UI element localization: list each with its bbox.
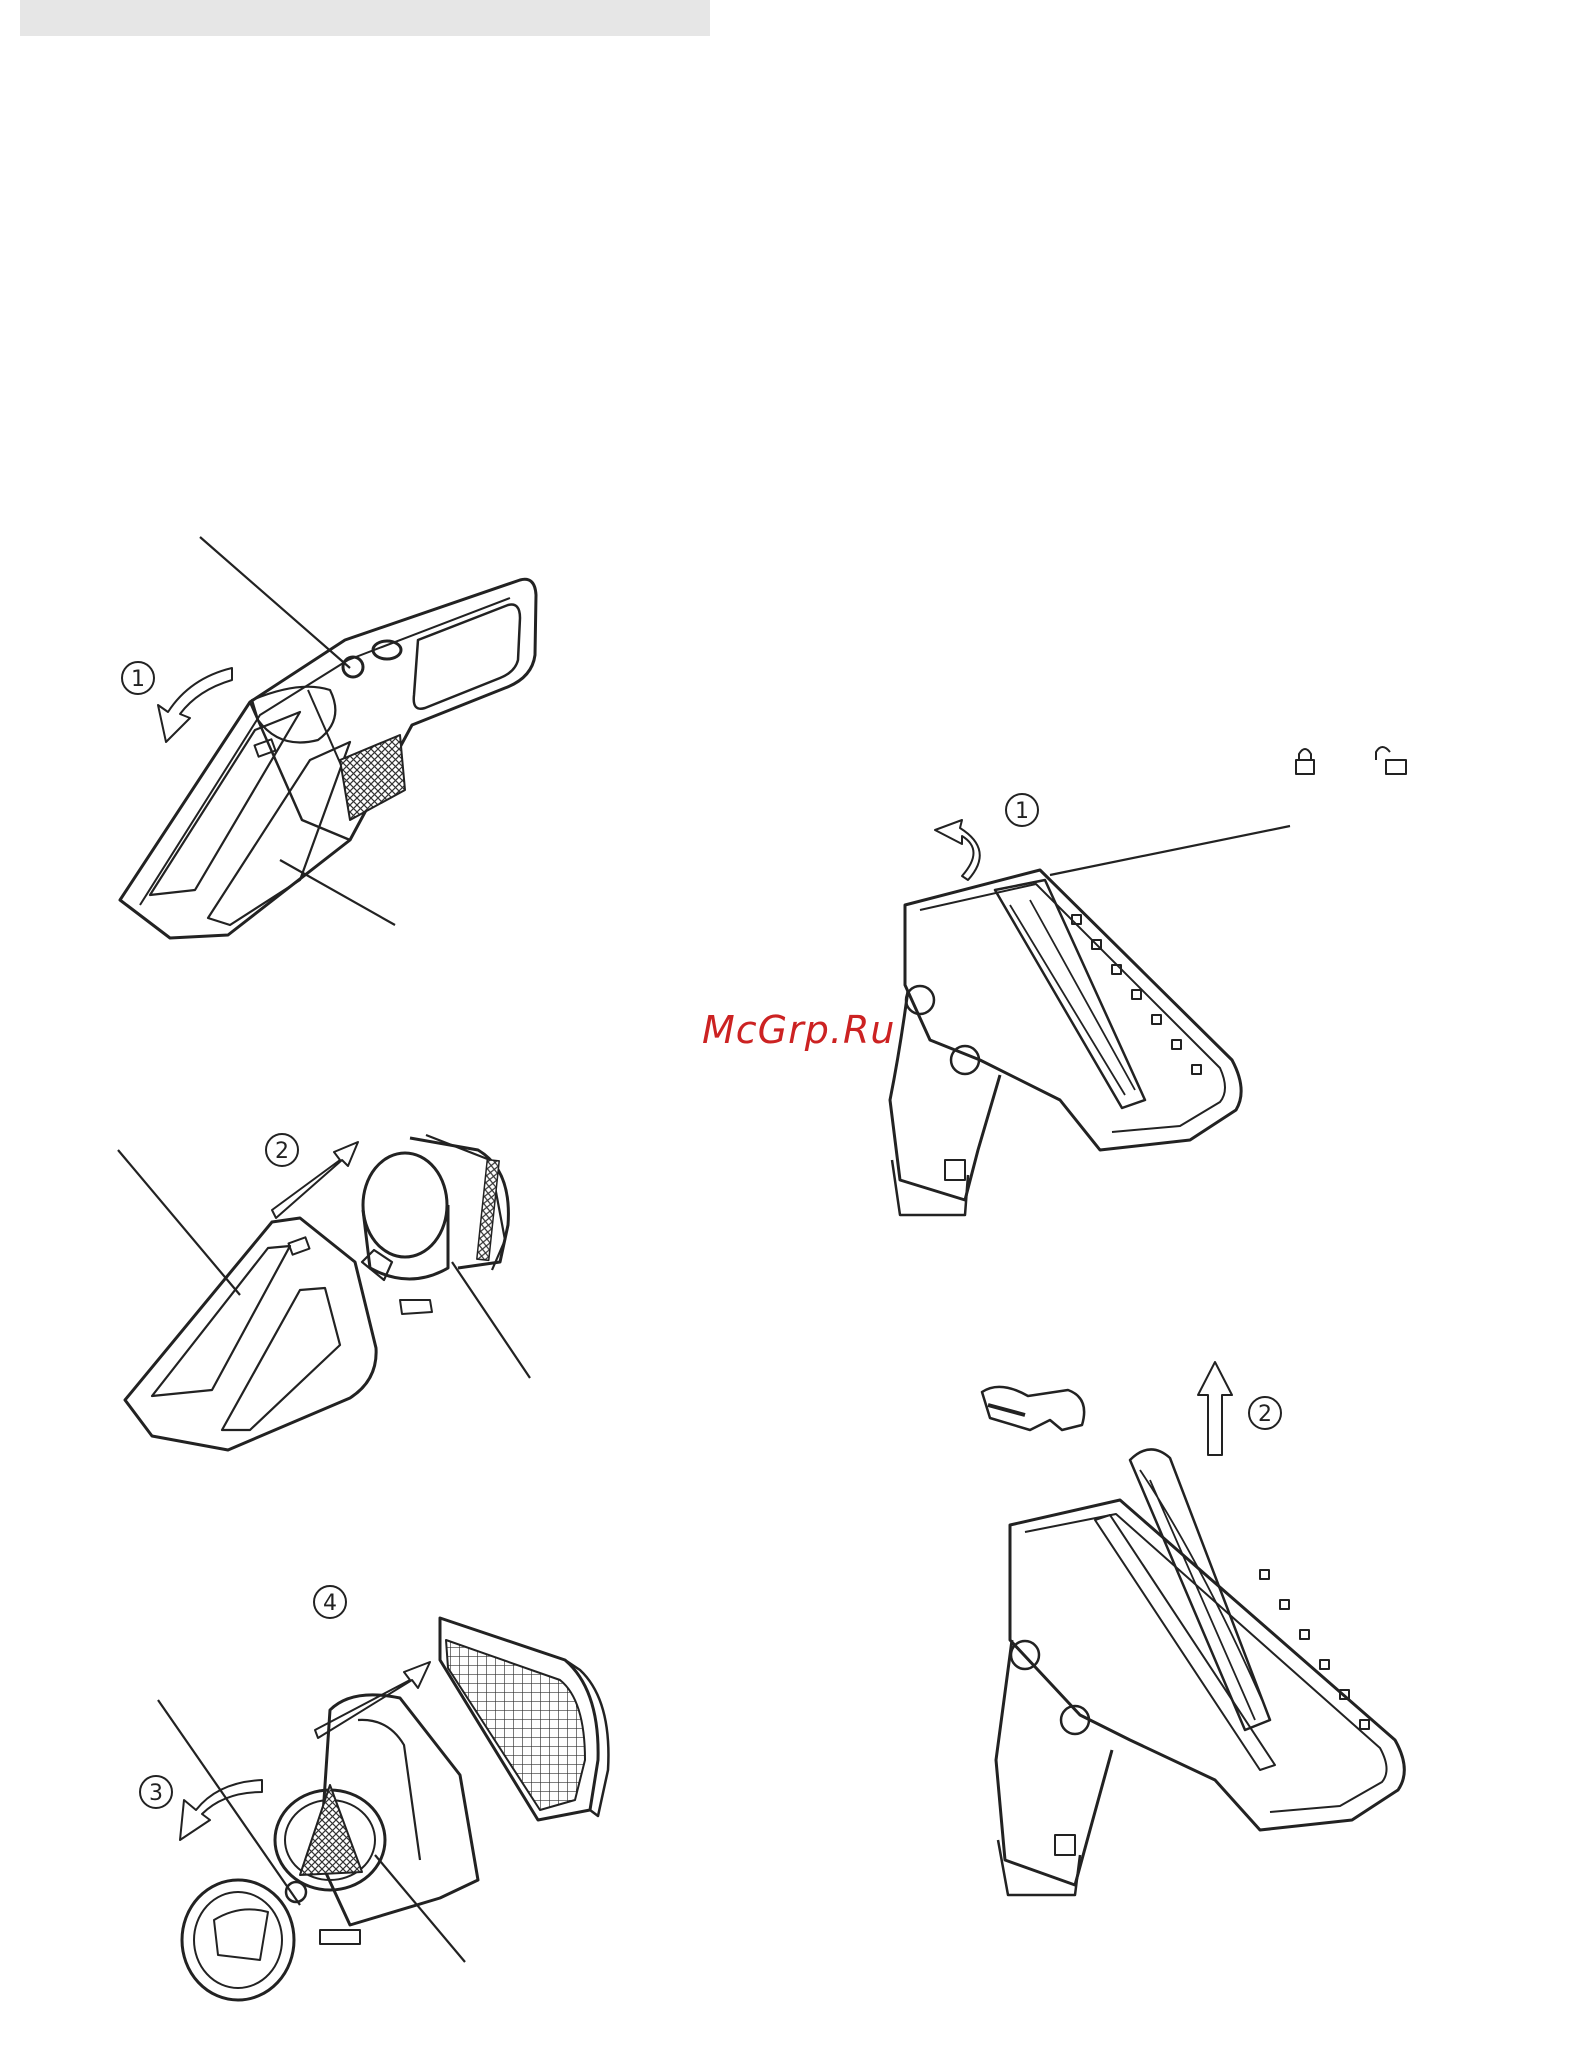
leader-line xyxy=(158,1700,300,1905)
step-number: 1 xyxy=(1015,799,1029,824)
brush-roller xyxy=(995,880,1145,1108)
filter-cylinder xyxy=(363,1153,447,1257)
figure-dust-cup-removed: 2 xyxy=(118,1134,530,1450)
filter-housing xyxy=(320,1695,478,1925)
lock-open-icon xyxy=(1376,747,1406,774)
leader-line xyxy=(452,1262,530,1378)
vacuum-body xyxy=(120,579,536,938)
figure-brush-head-locked: 1 xyxy=(890,747,1406,1215)
release-button xyxy=(343,657,363,677)
open-lid xyxy=(182,1880,294,2000)
lift-arrow-icon xyxy=(1198,1362,1232,1455)
rotate-arrow-icon xyxy=(935,820,980,880)
step-number: 3 xyxy=(149,1781,163,1806)
figure-filter-exploded: 3 4 xyxy=(140,1586,608,2000)
lock-closed-icon xyxy=(1296,749,1314,774)
step-number: 1 xyxy=(131,667,145,692)
figure-brush-head-roller-removed: 2 xyxy=(982,1362,1404,1895)
pull-arrow-icon xyxy=(315,1662,430,1738)
leader-line xyxy=(375,1855,465,1962)
step-number: 2 xyxy=(1258,1402,1272,1427)
rotate-arrow-icon xyxy=(158,668,232,742)
brush-head-base xyxy=(1010,1500,1404,1830)
leader-line xyxy=(200,537,350,668)
leader-line xyxy=(1050,826,1290,875)
figure-handheld-open: 1 xyxy=(120,537,536,938)
dust-cup xyxy=(125,1218,376,1450)
watermark: McGrp.Ru xyxy=(702,1008,895,1052)
cone-filter xyxy=(300,1785,362,1875)
leader-line xyxy=(118,1150,240,1295)
step-number: 2 xyxy=(275,1139,289,1164)
leader-line xyxy=(280,860,395,925)
step-number: 4 xyxy=(323,1591,337,1616)
exhaust-grille xyxy=(340,735,405,820)
power-button xyxy=(373,641,401,659)
